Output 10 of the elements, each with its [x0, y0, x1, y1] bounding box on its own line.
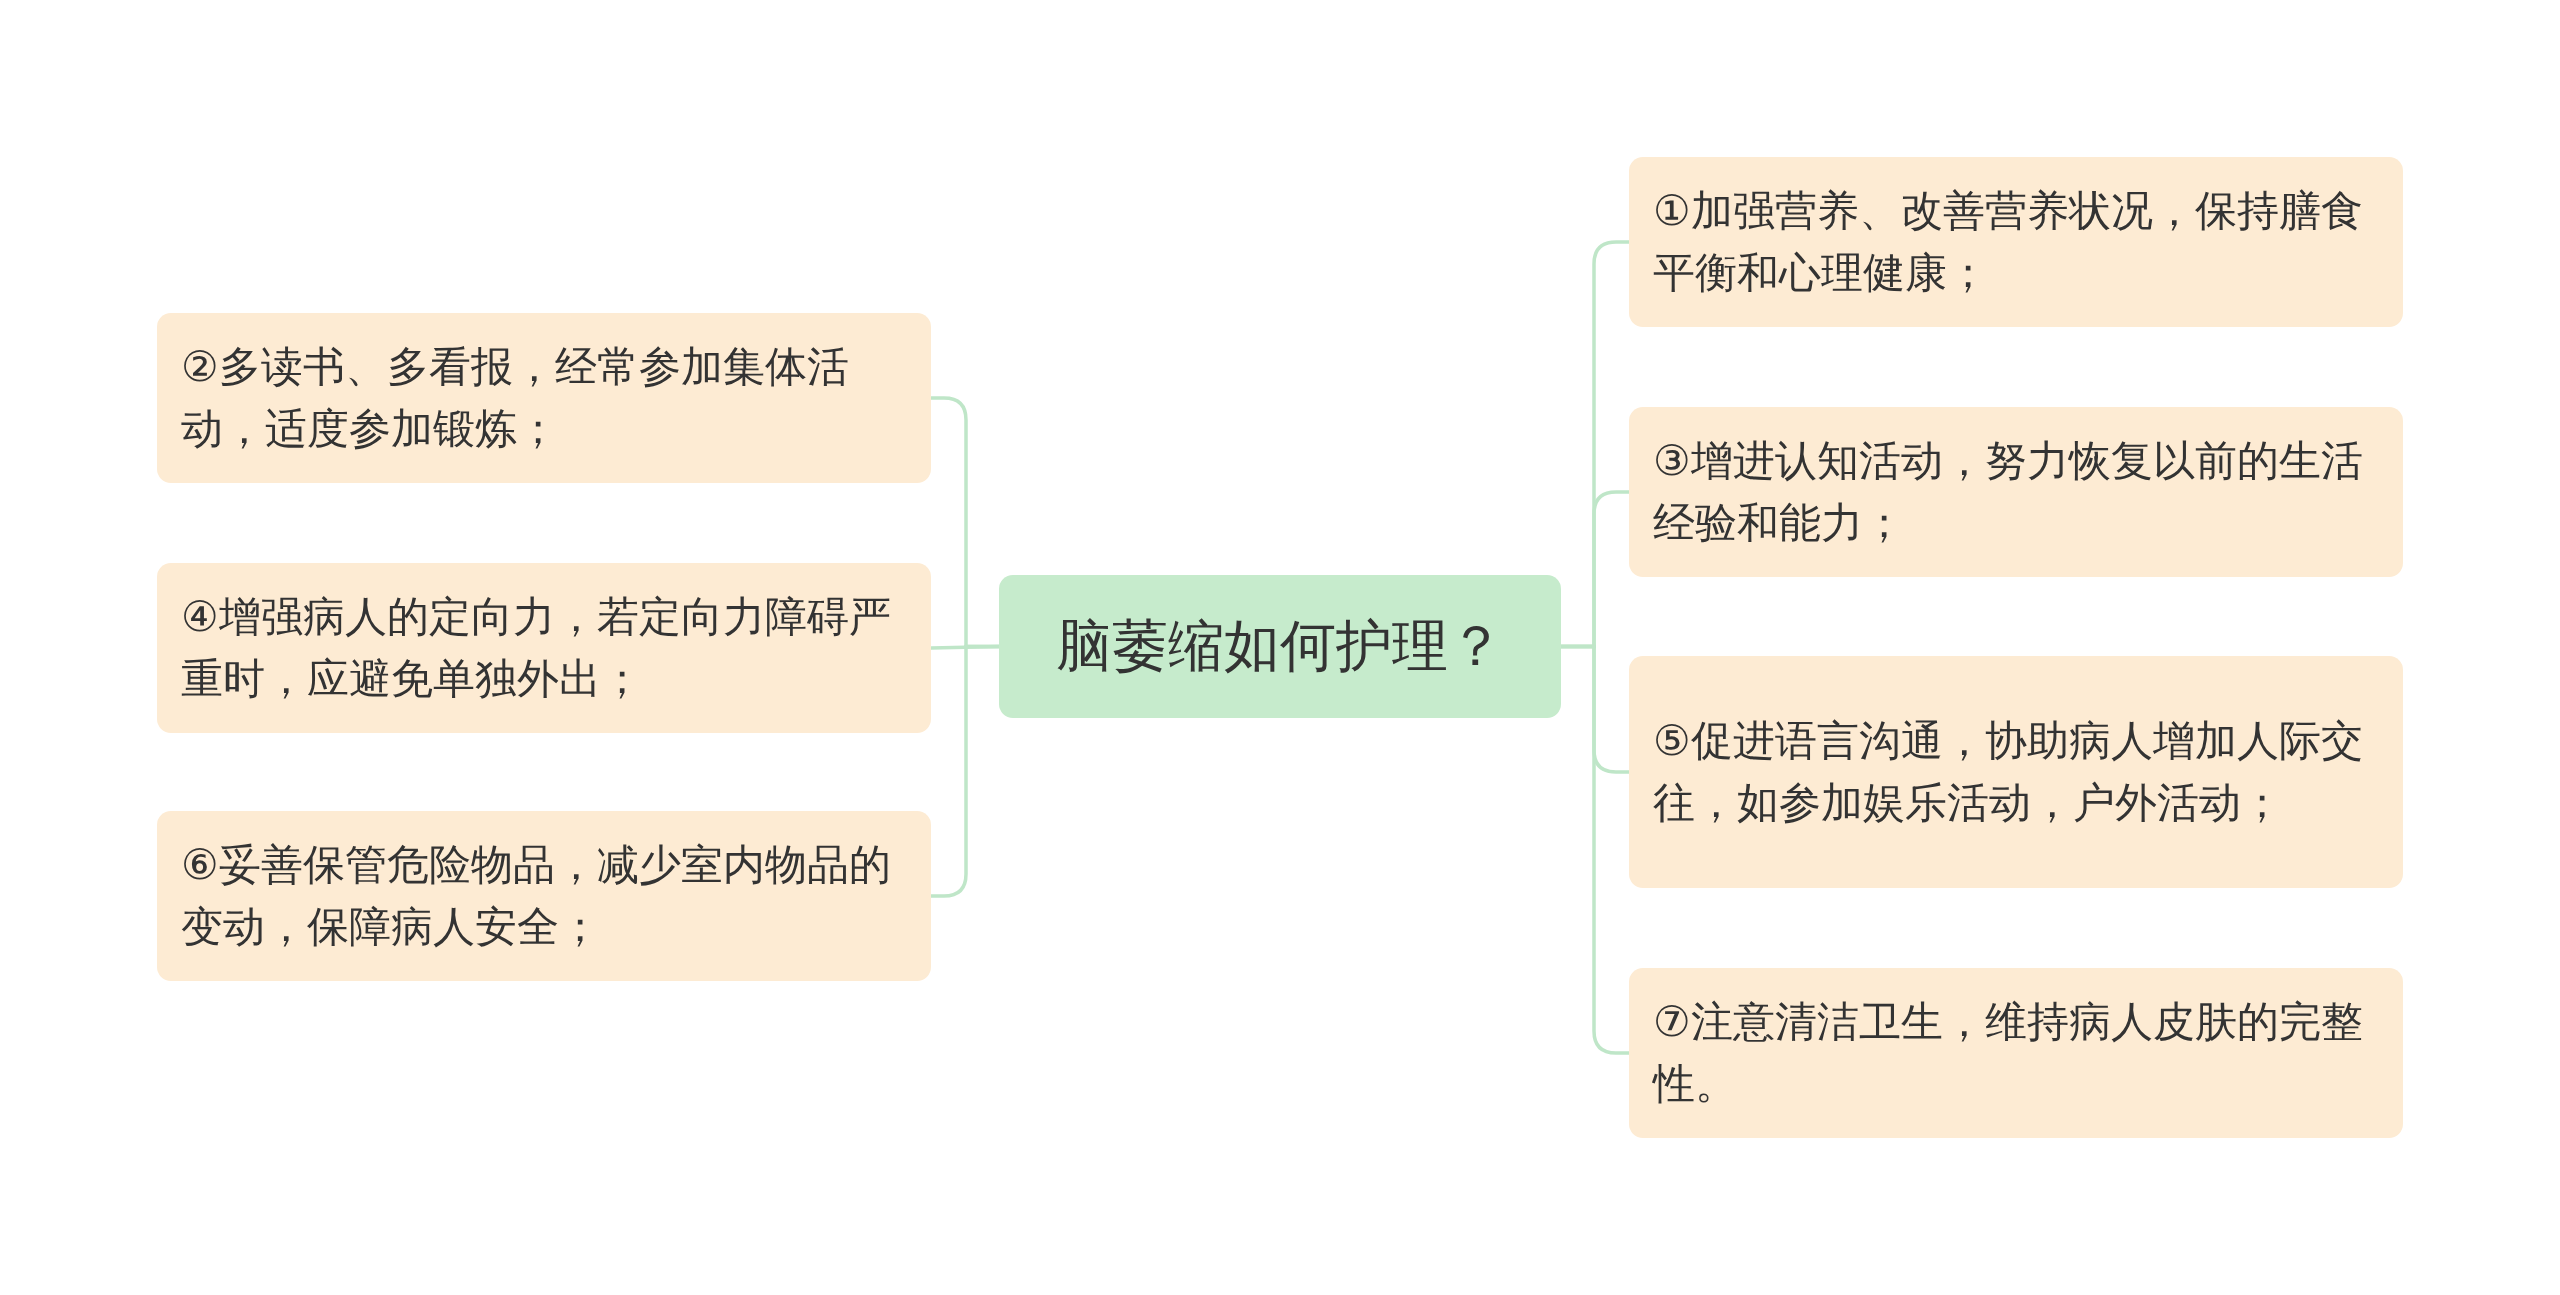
topic-box: 脑萎缩如何护理？: [999, 575, 1561, 718]
branch-box: ④增强病人的定向力，若定向力障碍严重时，应避免单独外出；: [157, 563, 931, 733]
connector-line: [931, 644, 999, 898]
branch-box: ①加强营养、改善营养状况，保持膳食平衡和心理健康；: [1629, 157, 2403, 327]
branch-box: ⑤促进语言沟通，协助病人增加人际交往，如参加娱乐活动，户外活动；: [1629, 656, 2403, 888]
branch-box: ②多读书、多看报，经常参加集体活动，适度参加锻炼；: [157, 313, 931, 483]
branch-box: ③增进认知活动，努力恢复以前的生活经验和能力；: [1629, 407, 2403, 577]
branch-box: ⑥妥善保管危险物品，减少室内物品的变动，保障病人安全；: [157, 811, 931, 981]
connector-line: [1561, 644, 1629, 1055]
branch-box: ⑦注意清洁卫生，维持病人皮肤的完整性。: [1629, 968, 2403, 1138]
